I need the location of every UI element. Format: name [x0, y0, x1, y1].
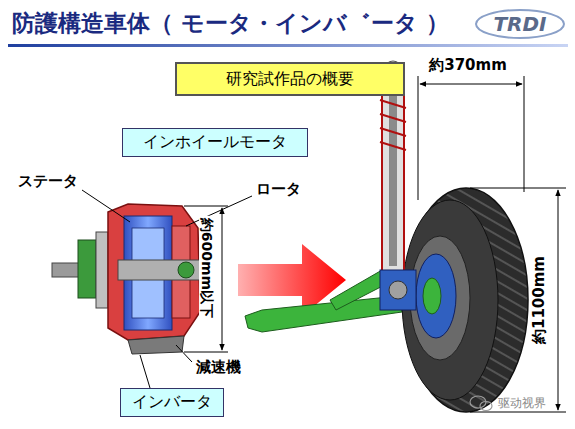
dimension-text: 約1100mm — [531, 254, 548, 346]
summary-box: 研究試作品の概要 — [175, 62, 405, 96]
dimension-1100 — [470, 188, 566, 412]
logo-swoosh — [476, 10, 564, 38]
part-name: 減速機 — [194, 359, 243, 376]
node-text: 研究試作品の概要 — [226, 69, 354, 90]
part-name: ステータ — [16, 173, 80, 190]
part-name: ロータ — [254, 181, 303, 198]
dimension-600 — [184, 206, 228, 352]
leader-lines — [82, 190, 252, 388]
title-rule — [8, 44, 568, 47]
dimension-370 — [418, 76, 524, 200]
dimension-text: 約600mm以下 — [199, 216, 215, 320]
node-text: インバータ — [132, 392, 212, 413]
in-wheel-motor — [52, 204, 202, 354]
node-text: インホイールモータ — [143, 132, 287, 153]
wheel-assembly — [245, 61, 528, 412]
logo-text: TRDI — [491, 13, 548, 36]
inverter-box: インバータ — [120, 388, 224, 417]
page-title: 防護構造車体（ モータ・インバ゛ータ ） — [12, 10, 449, 36]
motor-box: インホイールモータ — [122, 128, 308, 157]
watermark: 驱动视界 — [496, 397, 548, 411]
dimension-text: 約370mm — [427, 57, 509, 74]
watermark-icon — [470, 396, 492, 411]
